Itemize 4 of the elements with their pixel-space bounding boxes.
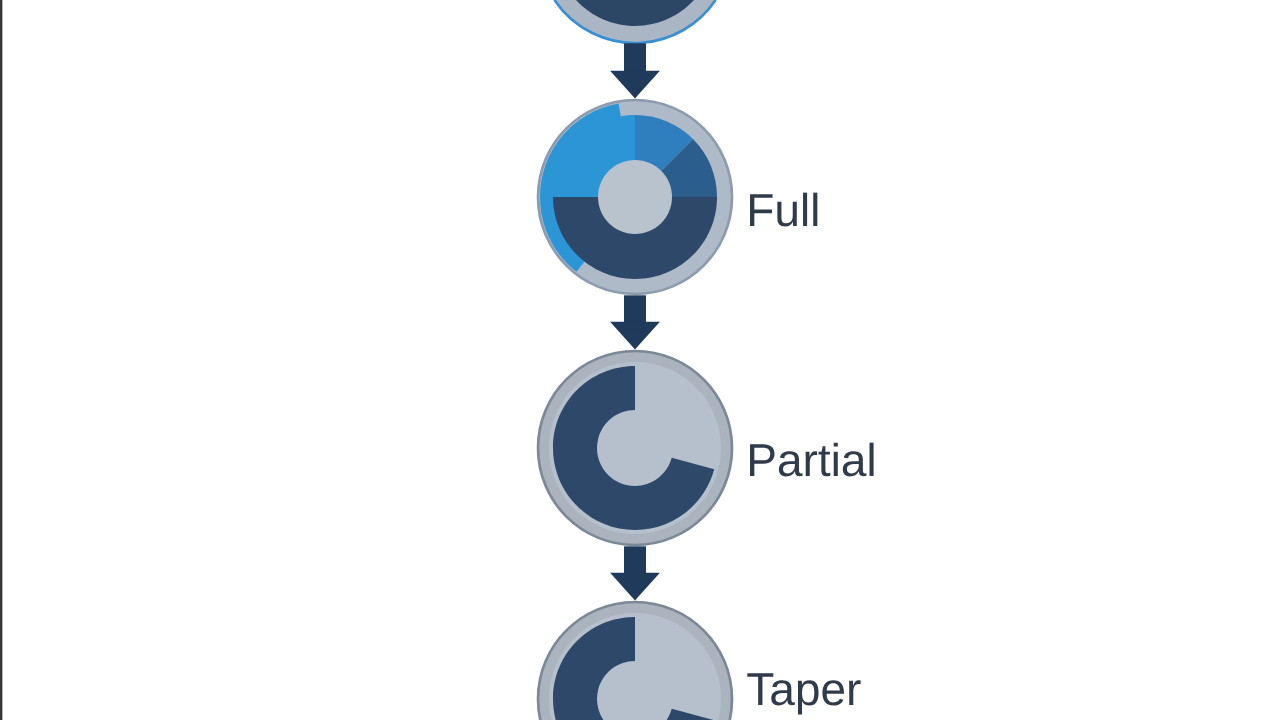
state-label: Full	[750, 192, 818, 227]
gauge-icon	[553, 0, 717, 45]
state-label: Partial	[750, 442, 874, 477]
state-label: Taper	[747, 673, 861, 715]
